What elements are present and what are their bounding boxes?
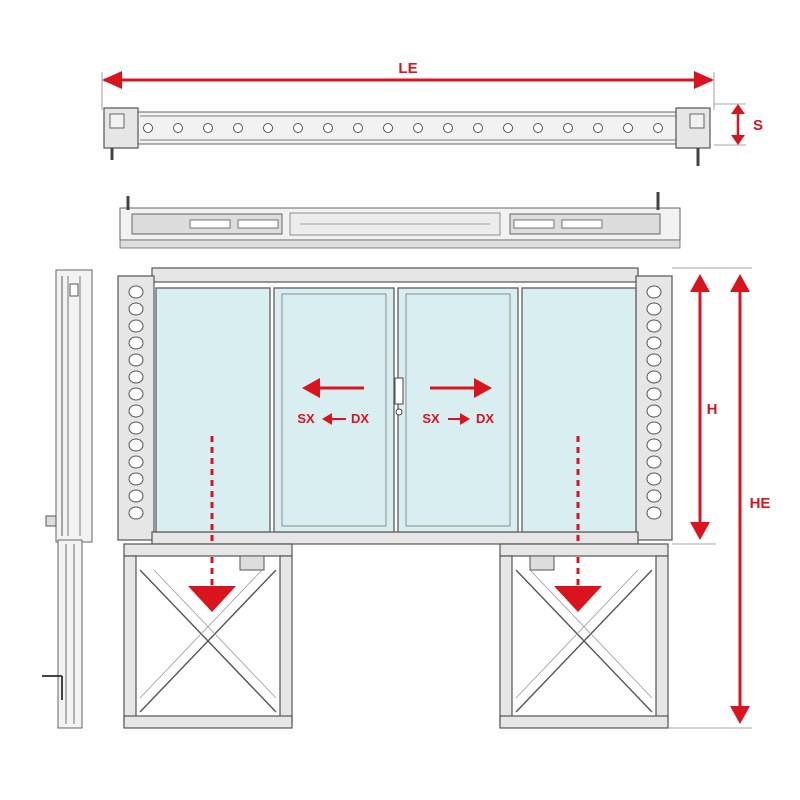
column-hole	[128, 438, 144, 452]
h-dimension: H	[672, 267, 752, 545]
sliding-panel-left	[273, 287, 395, 533]
rail-hole	[563, 123, 573, 133]
left-support-frame	[123, 543, 293, 729]
rail-holes	[143, 123, 663, 133]
column-hole	[646, 353, 662, 367]
column-hole	[128, 302, 144, 316]
rail-hole	[353, 123, 363, 133]
front-elevation-view: SX DX SX DX	[117, 267, 673, 729]
column-hole	[646, 319, 662, 333]
rail-hole	[593, 123, 603, 133]
column-hole	[128, 421, 144, 435]
door-handle	[394, 377, 404, 405]
rail-hole	[503, 123, 513, 133]
right-support-frame	[499, 543, 669, 729]
column-hole	[128, 506, 144, 520]
rail-hole	[173, 123, 183, 133]
rail-hole	[293, 123, 303, 133]
column-hole	[646, 489, 662, 503]
he-label: HE	[750, 495, 771, 512]
rail-hole	[473, 123, 483, 133]
column-hole	[128, 404, 144, 418]
column-hole	[646, 336, 662, 350]
rail-hole	[443, 123, 453, 133]
rail-hole	[263, 123, 273, 133]
right-slide-arrow: SX DX	[422, 378, 494, 426]
column-hole	[646, 421, 662, 435]
column-hole	[646, 506, 662, 520]
rail-hole	[203, 123, 213, 133]
column-hole	[646, 455, 662, 469]
column-hole	[646, 302, 662, 316]
rail-hole	[623, 123, 633, 133]
rail-hole	[413, 123, 423, 133]
left-slide-arrow: SX DX	[297, 378, 369, 426]
column-holes	[128, 285, 662, 520]
column-hole	[646, 404, 662, 418]
top-rail-plan-view: LE S	[101, 60, 763, 166]
column-hole	[128, 455, 144, 469]
s-label: S	[753, 117, 763, 134]
right-dx-label: DX	[476, 411, 494, 426]
top-carriage-view	[119, 192, 681, 249]
le-label: LE	[398, 60, 417, 77]
rail-hole	[143, 123, 153, 133]
column-hole	[128, 336, 144, 350]
sliding-panel-right	[397, 287, 519, 533]
column-hole	[128, 353, 144, 367]
column-hole	[128, 319, 144, 333]
column-hole	[128, 387, 144, 401]
he-dimension: HE	[668, 274, 771, 729]
column-hole	[646, 472, 662, 486]
column-hole	[128, 489, 144, 503]
column-hole	[646, 370, 662, 384]
rail-hole	[323, 123, 333, 133]
column-hole	[646, 387, 662, 401]
h-label: H	[707, 401, 718, 418]
column-hole	[128, 370, 144, 384]
rail-hole	[533, 123, 543, 133]
column-hole	[646, 438, 662, 452]
right-sx-label: SX	[422, 411, 440, 426]
column-hole	[128, 285, 144, 299]
side-section-view	[42, 269, 93, 729]
rail-body	[103, 111, 711, 145]
le-dimension: LE	[101, 60, 715, 110]
left-dx-label: DX	[351, 411, 369, 426]
rail-hole	[383, 123, 393, 133]
rail-hole	[233, 123, 243, 133]
column-hole	[646, 285, 662, 299]
rail-hole	[653, 123, 663, 133]
column-hole	[128, 472, 144, 486]
left-sx-label: SX	[297, 411, 315, 426]
s-dimension: S	[714, 103, 763, 146]
right-drop-arrow	[554, 436, 602, 612]
left-drop-arrow	[188, 436, 236, 612]
